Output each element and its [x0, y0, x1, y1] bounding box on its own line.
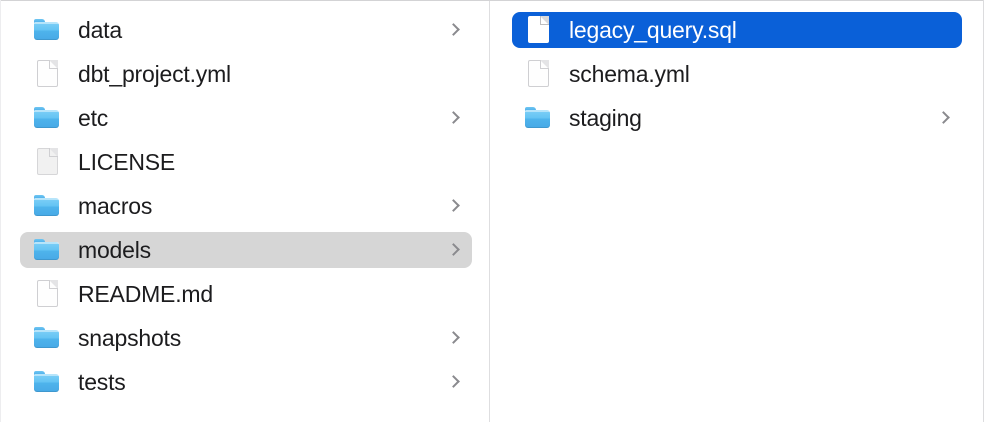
finder-item-label: README.md [78, 281, 213, 307]
disclosure-chevron-right-icon[interactable] [938, 109, 950, 127]
plain-document-icon [34, 148, 60, 176]
folder-icon [525, 104, 551, 132]
disclosure-chevron-right-icon[interactable] [448, 197, 460, 215]
folder-icon [34, 104, 60, 132]
finder-item-label: models [78, 237, 151, 263]
folder-icon [34, 236, 60, 264]
finder-item-label: snapshots [78, 325, 182, 351]
finder-item-label: legacy_query.sql [569, 17, 737, 43]
finder-item-label: macros [78, 193, 153, 219]
finder-item-label: LICENSE [78, 149, 176, 175]
finder-item-label: tests [78, 369, 126, 395]
document-icon [34, 60, 60, 88]
document-icon [525, 16, 551, 44]
folder-icon [34, 368, 60, 396]
finder-item-dbt-project-yml[interactable]: dbt_project.yml [20, 56, 472, 92]
folder-icon [34, 192, 60, 220]
finder-item-tests[interactable]: tests [20, 364, 472, 400]
finder-item-etc[interactable]: etc [20, 100, 472, 136]
finder-item-label: schema.yml [569, 61, 690, 87]
finder-item-license[interactable]: LICENSE [20, 144, 472, 180]
finder-item-readme-md[interactable]: README.md [20, 276, 472, 312]
finder-item-data[interactable]: data [20, 12, 472, 48]
window-top-border [0, 0, 984, 1]
disclosure-chevron-right-icon[interactable] [448, 373, 460, 391]
window-left-border [0, 0, 1, 422]
finder-column-child[interactable]: legacy_query.sql schema.yml staging [491, 1, 983, 422]
finder-item-label: dbt_project.yml [78, 61, 231, 87]
document-icon [525, 60, 551, 88]
disclosure-chevron-right-icon[interactable] [448, 329, 460, 347]
document-icon [34, 280, 60, 308]
finder-item-label: etc [78, 105, 109, 131]
folder-icon [34, 16, 60, 44]
finder-item-snapshots[interactable]: snapshots [20, 320, 472, 356]
finder-item-staging[interactable]: staging [512, 100, 962, 136]
finder-item-macros[interactable]: macros [20, 188, 472, 224]
finder-item-legacy-query-sql[interactable]: legacy_query.sql [512, 12, 962, 48]
finder-item-schema-yml[interactable]: schema.yml [512, 56, 962, 92]
finder-item-models[interactable]: models [20, 232, 472, 268]
finder-item-label: staging [569, 105, 642, 131]
disclosure-chevron-right-icon[interactable] [448, 241, 460, 259]
disclosure-chevron-right-icon[interactable] [448, 109, 460, 127]
finder-item-label: data [78, 17, 122, 43]
disclosure-chevron-right-icon[interactable] [448, 21, 460, 39]
folder-icon [34, 324, 60, 352]
